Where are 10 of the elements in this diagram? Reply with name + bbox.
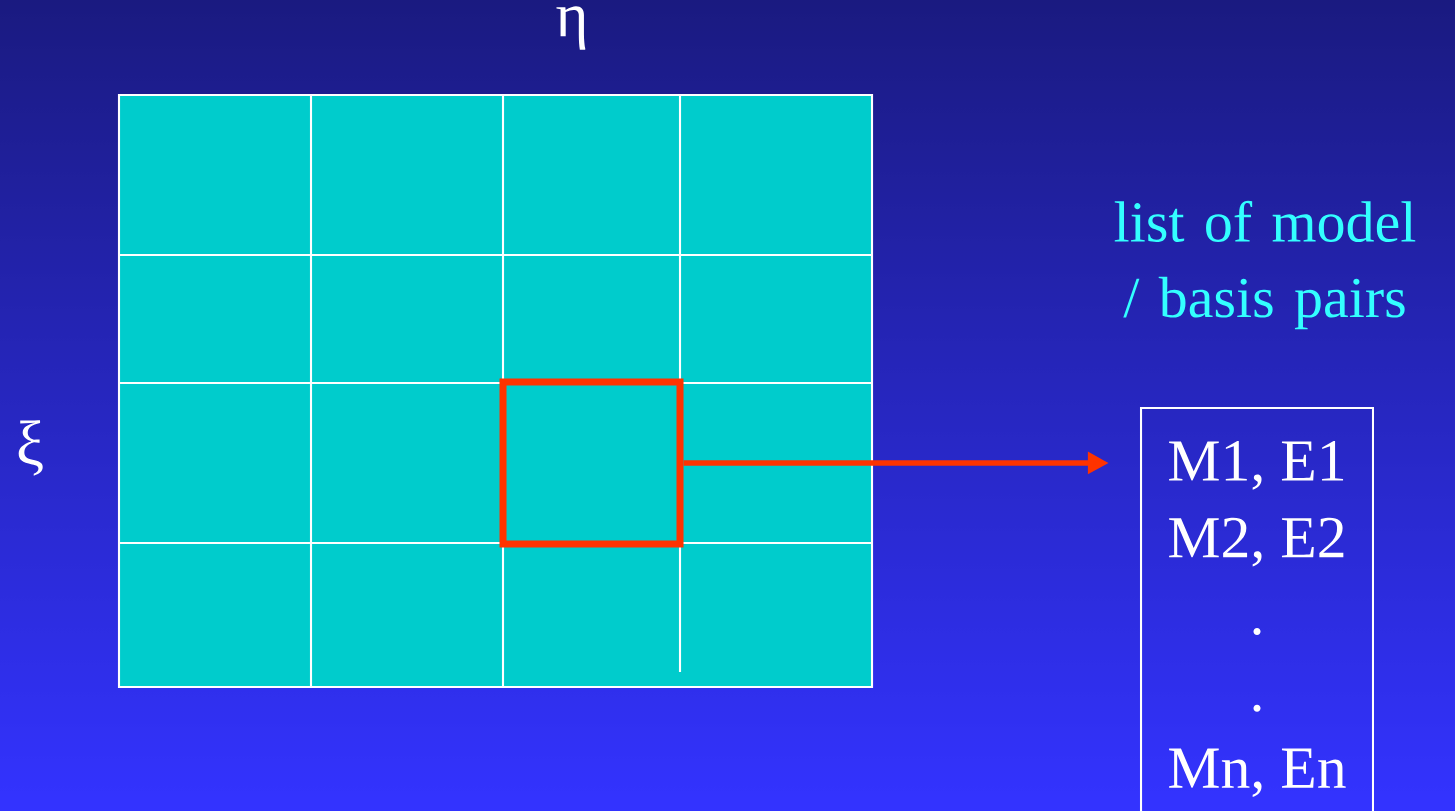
axis-symbol: η <box>556 6 586 50</box>
list-entry: M1, E1 <box>1169 441 1344 490</box>
list-entry: Mn, En <box>1169 748 1346 797</box>
axis-symbol: ξ <box>18 420 43 476</box>
highlight-box <box>499 378 684 548</box>
list-entry: M2, E2 <box>1169 517 1344 567</box>
list-heading: list of model / basis pairs <box>1114 200 1416 330</box>
list-entry: . <box>1253 627 1261 635</box>
grid-drawing <box>117 93 874 689</box>
list-entry: . <box>1253 704 1261 712</box>
